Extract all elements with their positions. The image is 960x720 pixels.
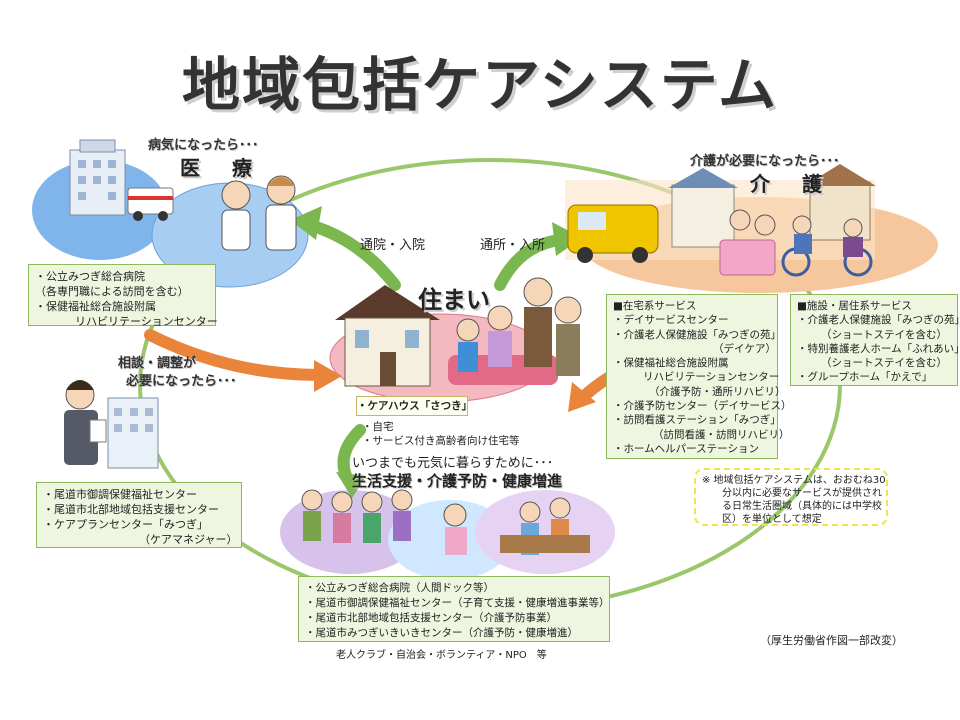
ambulance-icon [127, 187, 174, 221]
home-service-item: リハビリテーションセンター [643, 371, 780, 384]
day-service-label: 通所・入所 [480, 238, 546, 253]
home-service-item: ・デイサービスセンター [613, 314, 729, 327]
care-caption: 介護が必要になったら･･･ [690, 154, 840, 169]
care-manager-icon [64, 380, 107, 465]
consult-item: ・ケアプランセンター「みつぎ」 [43, 518, 208, 531]
arrow-home-service-head [568, 382, 596, 412]
consult-item: ・尾道市北部地域包括支援センター [43, 503, 219, 516]
arrow-hospital-visit [304, 219, 401, 291]
page-title: 地域包括ケアシステム [182, 51, 778, 119]
home-item: ・自宅 [362, 421, 394, 433]
elderly-family-icon [448, 277, 582, 385]
area-note-line: ※ 地域包括ケアシステムは、おおむね30 [702, 475, 886, 486]
home-house-icon [335, 285, 440, 387]
care-heading: 介 護 [750, 172, 828, 196]
prevention-item: ・公立みつぎ総合病院（人間ドック等） [305, 582, 494, 594]
prevention-item: ・尾道市御調保健福祉センター（子育て支援・健康増進事業等） [305, 597, 610, 609]
hospital-visit-label: 通院・入院 [360, 238, 426, 253]
arrow-prevention-head [336, 472, 366, 498]
area-note-line: る日常生活圏域（具体的には中学校 [722, 501, 882, 512]
care-facility-icon [668, 164, 876, 248]
home-service-item: ・ホームヘルパーステーション [613, 442, 759, 455]
home-service-item: ■在宅系サービス [613, 300, 697, 312]
arrow-consult [144, 329, 326, 381]
medical-box: ・公立みつぎ総合病院 （各専門職による訪問を含む） ・保健福祉総合施設附属 リハ… [28, 264, 218, 328]
care-van-icon [567, 204, 659, 263]
home-service-item: ・訪問看護ステーション「みつぎ」 [613, 414, 781, 427]
prevention-heading: 生活支援・介護予防・健康増進 [352, 472, 563, 490]
prevention-item: ・尾道市北部地域包括支援センター（介護予防事業） [305, 612, 557, 624]
care-house-label: ・ケアハウス「さつき」 [356, 396, 472, 416]
facility-services-box: ■施設・居住系サービス ・介護老人保健施設「みつぎの苑」 （ショートステイを含む… [790, 294, 960, 386]
area-note-line: 分以内に必要なサービスが提供され [722, 488, 882, 499]
prevention-blob-right [475, 490, 615, 574]
consult-caption-line1: 相談・調整が [118, 356, 197, 371]
arrow-day-service-head [552, 222, 582, 256]
facility-service-item: （ショートステイを含む） [821, 357, 947, 370]
facility-service-item: ■施設・居住系サービス [797, 300, 912, 312]
medical-caption: 病気になったら･･･ [148, 138, 259, 153]
consult-box: ・尾道市御調保健福祉センター ・尾道市北部地域包括支援センター ・ケアプランセン… [36, 482, 242, 548]
medical-item: ・保健福祉総合施設附属 [35, 300, 156, 313]
home-item: ・サービス付き高齢者向け住宅等 [362, 435, 520, 447]
medical-item: ・公立みつぎ総合病院 [35, 270, 145, 283]
consult-caption-line2: 必要になったら･･･ [126, 374, 237, 389]
bath-care-icon [719, 209, 776, 276]
home-service-item: ・介護老人保健施設「みつぎの苑」 [613, 328, 781, 341]
medical-heading: 医 療 [180, 156, 258, 180]
consult-center-building-icon [107, 397, 159, 469]
doctor-icon [221, 175, 297, 251]
home-service-item: （訪問看護・訪問リハビリ） [653, 428, 790, 441]
facility-service-item: ・介護老人保健施設「みつぎの苑」 [797, 314, 960, 327]
consult-item: （ケアマネジャー） [139, 533, 238, 546]
medical-item: （各専門職による訪問を含む） [35, 285, 189, 298]
hospital-building-icon [69, 139, 126, 216]
facility-service-item: ・特別養護老人ホーム「ふれあい」 [797, 342, 960, 355]
arrow-day-service [494, 234, 566, 291]
source-credit: （厚生労働省作図一部改変） [760, 634, 903, 647]
prevention-footer: 老人クラブ・自治会・ボランティア・NPO 等 [336, 650, 547, 661]
home-services-box: ■在宅系サービス ・デイサービスセンター ・介護老人保健施設「みつぎの苑」 （デ… [606, 294, 792, 459]
facility-service-item: ・グループホーム「かえで」 [797, 371, 933, 384]
medical-item: リハビリテーションセンター [75, 315, 218, 328]
home-items: ・自宅 ・サービス付き高齢者向け住宅等 [362, 420, 520, 448]
prevention-caption: いつまでも元気に暮らすために･･･ [352, 456, 554, 471]
arrow-hospital-visit-head [290, 206, 322, 240]
home-service-item: ・介護予防センター（デイサービス） [613, 400, 792, 413]
area-note: ※ 地域包括ケアシステムは、おおむね30 分以内に必要なサービスが提供され る日… [694, 468, 888, 526]
facility-service-item: （ショートステイを含む） [821, 328, 947, 341]
prevention-box: ・公立みつぎ総合病院（人間ドック等） ・尾道市御調保健福祉センター（子育て支援・… [298, 576, 610, 642]
consult-item: ・尾道市御調保健福祉センター [43, 488, 197, 501]
home-heading: 住まい [418, 286, 490, 314]
arrow-consult-head [314, 360, 342, 392]
home-service-item: （介護予防・通所リハビリ） [649, 385, 786, 398]
home-service-item: （デイケア） [713, 342, 776, 355]
home-service-item: ・保健福祉総合施設附属 [613, 357, 729, 370]
area-note-line: 区）を単位として想定 [722, 514, 822, 525]
prevention-item: ・尾道市みつぎいきいきセンター（介護予防・健康増進） [305, 627, 578, 639]
exercise-group-icon [301, 489, 590, 555]
wheelchair-icon [781, 215, 873, 277]
